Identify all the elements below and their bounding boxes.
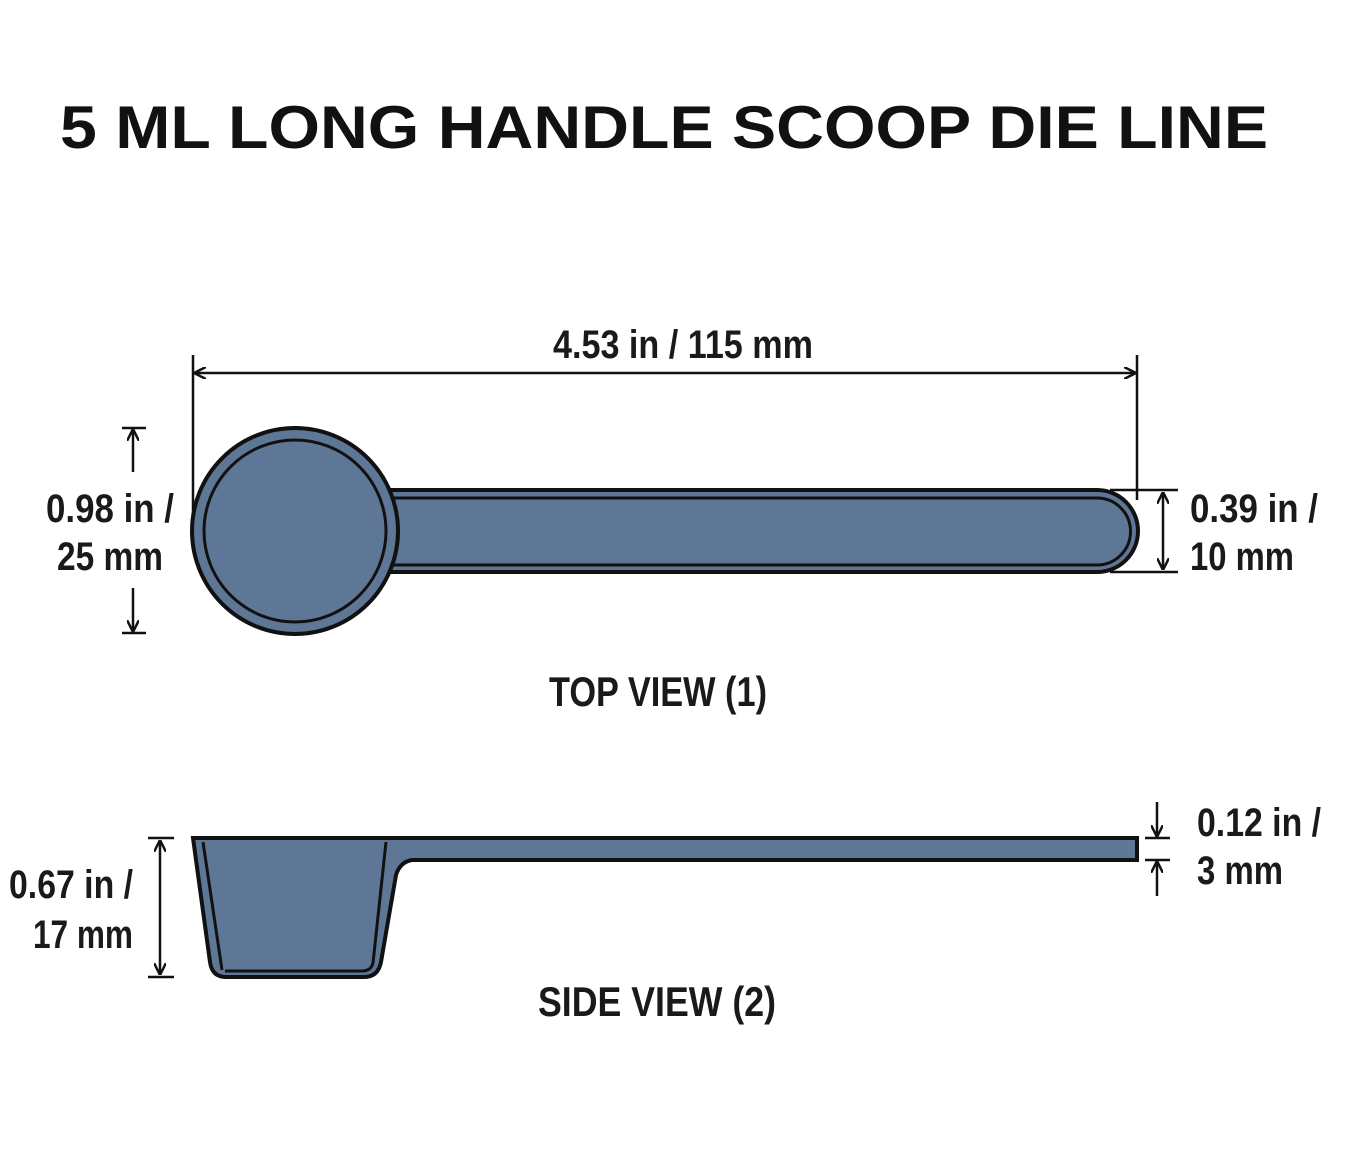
bowl-inner-line: [202, 438, 388, 624]
handle-width-label-1: 0.39 in /: [1190, 487, 1318, 531]
handle-width-label-2: 10 mm: [1190, 535, 1294, 579]
side-view: 0.67 in / 17 mm 0.12 in / 3 mm SIDE VIEW…: [9, 801, 1321, 1025]
diagram-title: 5 ML LONG HANDLE SCOOP DIE LINE: [60, 94, 1268, 161]
bowl-top: [190, 426, 400, 636]
top-view-label: TOP VIEW (1): [549, 668, 767, 715]
side-view-label: SIDE VIEW (2): [538, 978, 776, 1025]
handle-inner-line: [392, 496, 1132, 567]
bowl-depth-label-2: 17 mm: [33, 913, 133, 957]
handle-thickness-label-2: 3 mm: [1197, 849, 1283, 893]
length-label: 4.53 in / 115 mm: [553, 323, 813, 367]
handle-thickness-label-1: 0.12 in /: [1197, 801, 1321, 845]
handle-top: [378, 488, 1140, 574]
bowl-diameter-label-1: 0.98 in /: [46, 487, 174, 531]
bowl-diameter-label-2: 25 mm: [57, 535, 163, 579]
bowl-side-inner-line: [201, 841, 388, 973]
bowl-depth-label-1: 0.67 in /: [9, 863, 133, 907]
top-view: 4.53 in / 115 mm 0.98 in / 25 mm 0.39 in…: [46, 323, 1318, 715]
scoop-side: [190, 836, 1139, 979]
